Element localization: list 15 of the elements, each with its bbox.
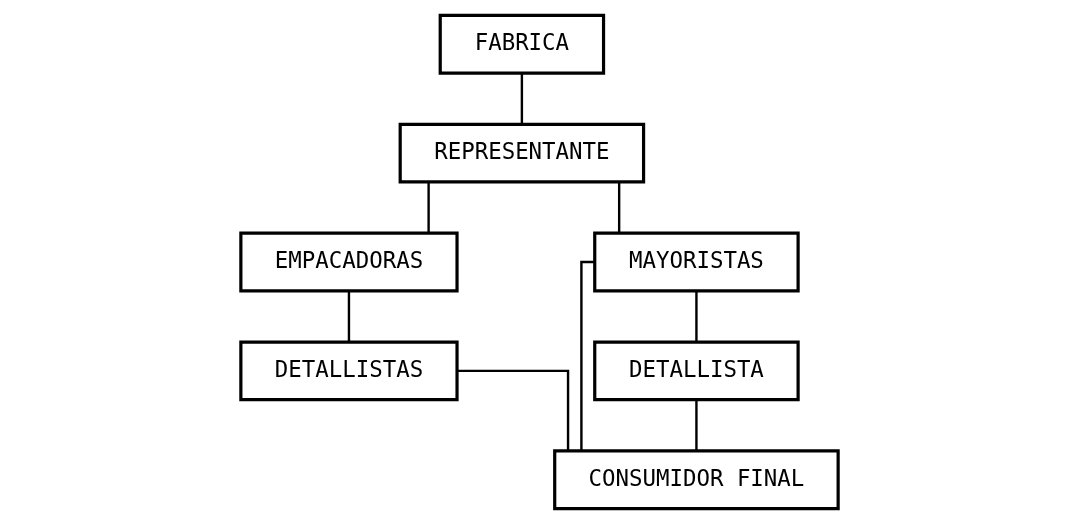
node-box: FABRICA bbox=[438, 13, 606, 75]
node-box: REPRESENTANTE bbox=[398, 122, 646, 184]
node-box: DETALLISTA bbox=[593, 339, 800, 401]
connector bbox=[347, 290, 351, 342]
connector bbox=[427, 181, 430, 233]
connector bbox=[695, 399, 698, 450]
node-box: MAYORISTAS bbox=[593, 231, 800, 292]
node-box: DETALLISTAS bbox=[239, 339, 459, 401]
connector bbox=[695, 290, 698, 342]
connector bbox=[617, 181, 621, 233]
node-box: CONSUMIDOR FINAL bbox=[553, 448, 840, 510]
connector bbox=[580, 260, 595, 451]
node-box: EMPACADORAS bbox=[239, 231, 459, 292]
connector bbox=[457, 369, 570, 451]
connector bbox=[520, 72, 524, 124]
